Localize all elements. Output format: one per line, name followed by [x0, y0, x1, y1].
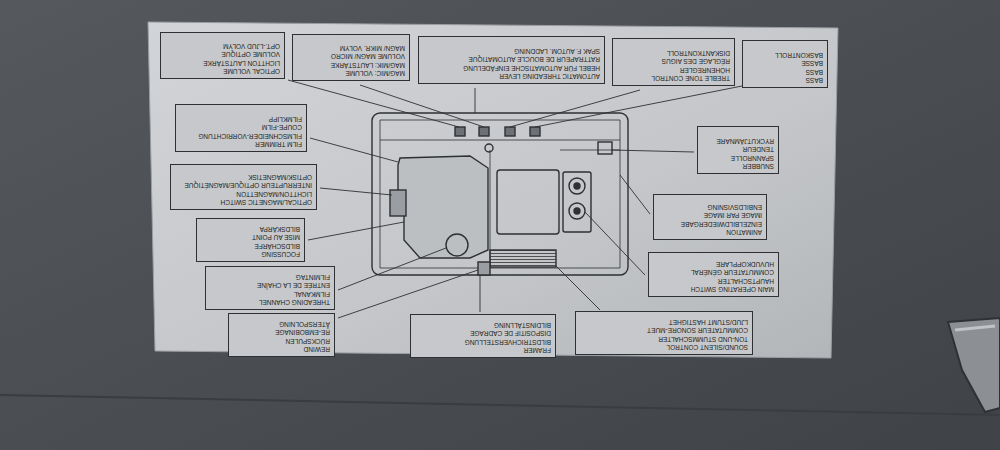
callout-box: TREBLE TONE CONTROLHÖHENREGLERRÉGLAGE DE…: [612, 38, 735, 86]
callout-text: COMMUTATEUR GÉNÉRAL: [653, 268, 774, 276]
callout-text: BILDSTRICHVERSTELLUNG: [415, 337, 551, 345]
callout-text: INTERRUPTEUR OPTIQUE/MAGNÉTIQUE: [175, 181, 312, 189]
callout-text: HEBEL FÜR AUTOMATISCHE EINFÄDELUNG: [423, 63, 600, 71]
callout-text: ANIMATION: [658, 228, 762, 236]
callout-text: HAUPTSCHALTER: [653, 276, 774, 284]
callout-box: SOUND/SILENT CONTROLTON-UND STUMMSCHALTE…: [575, 311, 753, 355]
callout-text: OPT.-LJUD VOLYM: [165, 41, 280, 49]
callout-box: ANIMATIONEINZELBILDWIEDERGABEIMAGE PAR I…: [653, 194, 767, 240]
callout-text: COUPE-FILM: [180, 123, 302, 131]
callout-text: IMAGE PAR IMAGE: [658, 211, 762, 219]
callout-text: BASS: [747, 76, 823, 84]
callout-text: TREBLE TONE CONTROL: [617, 74, 730, 82]
metal-plate: [148, 22, 838, 358]
callout-text: REWIND: [233, 344, 330, 352]
callout-box: OPTICAL/MAGNETIC SWITCHLICHTTON/MAGNETTO…: [170, 164, 317, 210]
callout-text: FRAMER: [415, 345, 551, 353]
callout-text: BILDSKÄRPA: [201, 224, 300, 232]
callout-text: EINZELBILDWIEDERGABE: [658, 219, 762, 227]
callout-text: BASSE: [747, 59, 823, 67]
callout-box: SNUBBERSPANNROLLETENDEURRYCKUTJÄMNARE: [697, 126, 779, 174]
callout-text: RATTRAPEUR DE BOUCLE AUTOMATIQUE: [423, 55, 600, 63]
callout-text: SPAK F. AUTOM. LADDNING: [423, 46, 600, 54]
callout-text: HÖHENREGLER: [617, 65, 730, 73]
callout-text: OPTISK/MAGNETISK: [175, 172, 312, 180]
housing-edge: [0, 395, 1000, 415]
callout-box: FOCUSSINGBILDSCHÄRFEMISE AU POINTBILDSKÄ…: [196, 218, 305, 262]
callout-text: RE-EMBOBINAGE: [233, 327, 330, 335]
callout-text: FILMSCHNEIDER-VORRICHTUNG: [180, 131, 302, 139]
callout-box: BASSBASSBASSEBASKONTROLL: [742, 40, 828, 88]
callout-text: OPTICAL VOLUME: [165, 67, 280, 75]
callout-text: BILDINSTÄLLNING: [415, 320, 551, 328]
callout-text: MAGN/ MIKR. VOLYM: [297, 43, 405, 51]
callout-text: RÉGLAGE DES AIGUS: [617, 57, 730, 65]
callout-text: RÜCKSPULEN: [233, 336, 330, 344]
callout-text: ÅTERSPOLNING: [233, 319, 330, 327]
callout-text: SOUND/SILENT CONTROL: [580, 343, 748, 351]
callout-text: SPANNROLLE: [702, 153, 774, 161]
callout-box: OPTICAL VOLUMELICHTTON LAUTSTÄRKEVOLUME …: [160, 32, 285, 79]
callout-text: VOLUME MAGN/ MICRO: [297, 52, 405, 60]
callout-text: MAIN OPERATING SWITCH: [653, 285, 774, 293]
callout-text: TON-UND STUMMSCHALTER: [580, 334, 748, 342]
callout-text: MISE AU POINT: [201, 233, 300, 241]
callout-box: FILM TRIMMERFILMSCHNEIDER-VORRICHTUNGCOU…: [175, 104, 307, 152]
callout-text: FOCUSSING: [201, 250, 300, 258]
callout-text: BASS: [747, 67, 823, 75]
callout-text: DISPOSITIF DE CADRAGE: [415, 328, 551, 336]
callout-text: FILMINTAG: [210, 272, 330, 280]
callout-box: MAG/MIC: VOLUMEMAG/MIK: LAUTSTÄRKEVOLUME…: [292, 34, 410, 81]
callout-text: THREADING CHANNEL: [210, 298, 330, 306]
callout-box: AUTOMATIC THREADING LEVERHEBEL FÜR AUTOM…: [418, 36, 605, 84]
callout-text: COMMUTATEUR SONORE-MUET: [580, 326, 748, 334]
callout-text: LJUD/STUMT HASTIGHET: [580, 317, 748, 325]
callout-text: OPTICAL/MAGNETIC SWITCH: [175, 198, 312, 206]
callout-text: VOLUME OPTIQUE: [165, 50, 280, 58]
callout-text: HUVUDKOPPLARE: [653, 259, 774, 267]
projector-outline: [372, 113, 628, 275]
callout-text: SNUBBER: [702, 162, 774, 170]
callout-text: BASKONTROLL: [747, 50, 823, 58]
callout-text: LICHTTON LAUTSTÄRKE: [165, 58, 280, 66]
callout-text: DISKANTKONTROLL: [617, 48, 730, 56]
callout-box: FRAMERBILDSTRICHVERSTELLUNGDISPOSITIF DE…: [410, 314, 556, 358]
callout-text: MAG/MIK: LAUTSTÄRKE: [297, 60, 405, 68]
callout-text: AUTOMATIC THREADING LEVER: [423, 72, 600, 80]
callout-text: RYCKUTJÄMNARE: [702, 136, 774, 144]
callout-text: FILMKLIPP: [180, 114, 302, 122]
callout-text: MAG/MIC: VOLUME: [297, 69, 405, 77]
callout-text: LICHTTON/MAGNETTON: [175, 189, 312, 197]
latch: [948, 318, 1000, 412]
callout-text: FILM TRIMMER: [180, 140, 302, 148]
callout-box: REWINDRÜCKSPULENRE-EMBOBINAGEÅTERSPOLNIN…: [228, 313, 335, 357]
callout-box: MAIN OPERATING SWITCHHAUPTSCHALTERCOMMUT…: [648, 252, 779, 297]
callout-text: TENDEUR: [702, 145, 774, 153]
callout-text: ENTRÉE DE LA CHAÎNE: [210, 281, 330, 289]
callout-text: ENBILDSVISNING: [658, 202, 762, 210]
callout-text: FILMKANAL: [210, 289, 330, 297]
callout-box: THREADING CHANNELFILMKANALENTRÉE DE LA C…: [205, 266, 335, 310]
callout-text: BILDSCHÄRFE: [201, 241, 300, 249]
